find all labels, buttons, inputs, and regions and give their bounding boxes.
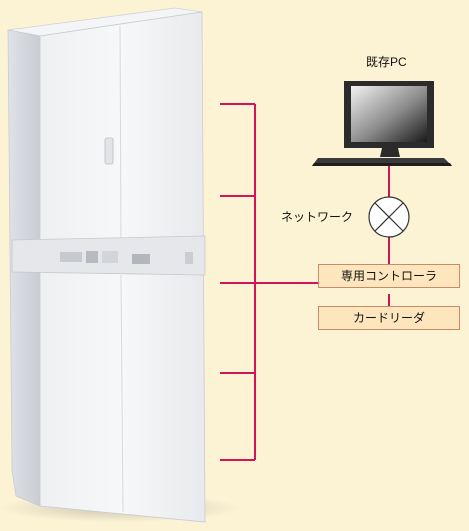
dedicated-controller-box: 専用コントローラ <box>318 264 460 288</box>
monitor-stand <box>380 148 400 157</box>
keyboard-edge <box>312 163 452 166</box>
upper-door-seam <box>119 25 122 241</box>
lower-door-seam <box>120 274 124 513</box>
network-label: ネットワーク <box>281 210 354 224</box>
network-cross-b <box>374 202 404 232</box>
cabinet-panel-slot <box>60 252 82 262</box>
card-reader-box: カードリーダ <box>318 306 460 330</box>
monitor-screen <box>351 86 427 142</box>
cabinet-handle <box>104 137 114 165</box>
pc-icon <box>312 81 452 166</box>
cabinet-panel-display <box>132 254 150 264</box>
cabinet-panel-lock <box>185 252 193 264</box>
cabinet-panel-switch <box>102 251 118 263</box>
existing-pc-label: 既存PC <box>366 55 407 69</box>
network-node-icon <box>368 196 410 238</box>
wiring <box>220 103 390 461</box>
storage-cabinet <box>0 7 240 523</box>
cabinet-panel-key <box>86 251 98 263</box>
